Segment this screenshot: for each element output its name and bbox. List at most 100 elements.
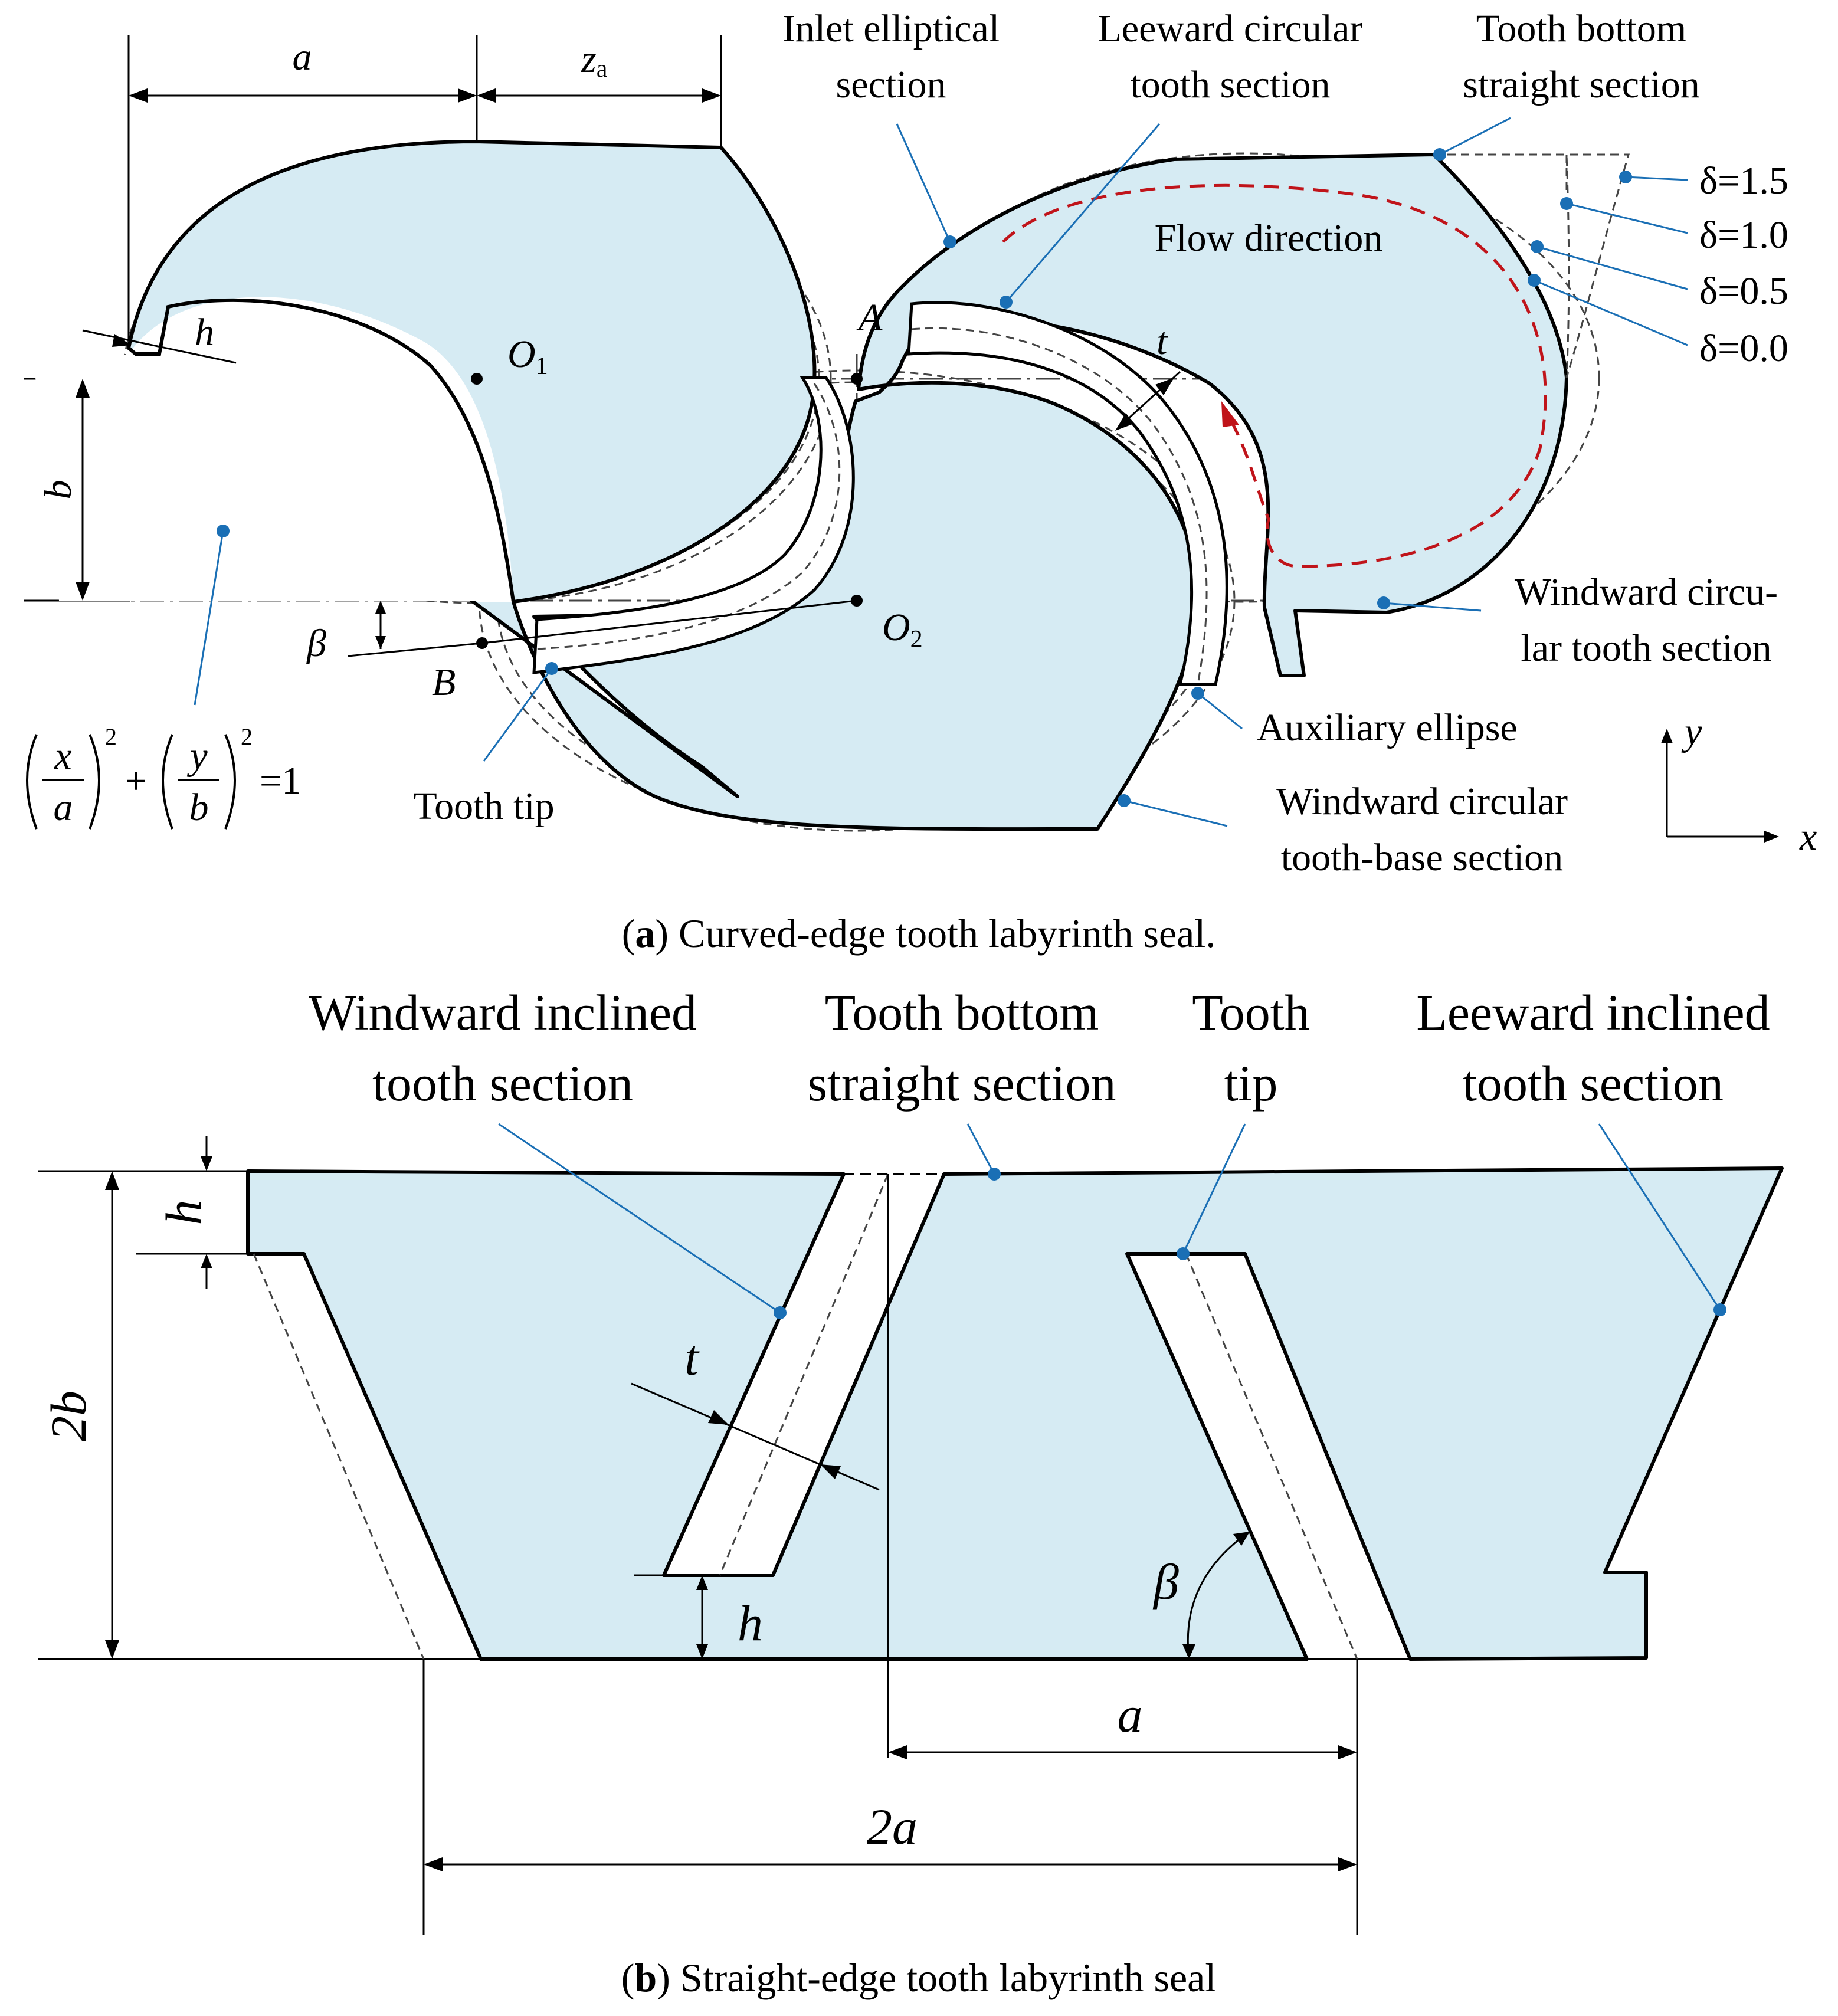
leader-delta-0-0 — [1534, 279, 1688, 346]
beta-a-arrow-1 — [375, 601, 386, 614]
dim-h-bottom-label: h — [738, 1595, 763, 1651]
leader-tooth-tip-a-dot — [545, 662, 558, 675]
label-aux: Auxiliary ellipse — [1257, 706, 1518, 749]
label-o1-sub: 1 — [536, 353, 548, 380]
dim-h-bottom-arrow-2 — [696, 1644, 708, 1659]
leader-tooth-tip-a — [483, 668, 553, 762]
leader-delta-1-5-dot — [1619, 171, 1632, 183]
leader-inlet — [896, 123, 951, 242]
label-flow: Flow direction — [1155, 217, 1383, 260]
axis-y-arrow — [1661, 729, 1673, 743]
leader-windward-base — [1123, 799, 1228, 827]
dim-a-arrow-left — [129, 88, 148, 103]
label-o2: O2 — [882, 606, 923, 653]
dim-2b-arrow-bottom — [105, 1640, 119, 1659]
leader-delta-0-5-dot — [1531, 240, 1544, 253]
label-tooth-bottom-a-1: Tooth bottom — [1476, 7, 1687, 50]
label-windward-base-2: tooth-base section — [1281, 836, 1563, 879]
eq-paren-2l — [162, 734, 173, 830]
caption-b-letter: b — [634, 1955, 657, 2000]
dim-h-a-line — [82, 329, 237, 364]
eq-equals: =1 — [260, 759, 301, 802]
label-tooth-bottom-b-2: straight section — [807, 1055, 1116, 1112]
leader-aux-dot — [1191, 687, 1204, 700]
right-tooth-center — [1185, 1253, 1358, 1660]
label-windward-inclined-2: tooth section — [372, 1055, 633, 1112]
label-windward-tooth-1: Windward circu- — [1515, 571, 1778, 614]
eq-pow-2: 2 — [241, 723, 253, 750]
eq-paren-1r — [89, 734, 100, 830]
beta-b-arrow-2 — [1182, 1644, 1195, 1659]
beta-b-arrow-1 — [1233, 1532, 1250, 1546]
dim-2a-label: 2a — [867, 1798, 918, 1855]
axis-x-arrow — [1764, 831, 1779, 843]
eq-paren-1l — [26, 734, 38, 830]
left-tooth-edge — [127, 298, 515, 602]
middle-tooth-gap — [532, 376, 855, 674]
dim-a-arrow-right — [458, 88, 477, 103]
eq-pow-1: 2 — [105, 723, 117, 750]
leader-equation — [194, 530, 224, 706]
dim-b-arrow-top — [76, 379, 90, 398]
leader-tooth-bottom-b — [966, 1123, 995, 1175]
beta-ref-line — [348, 642, 483, 657]
label-o1-main: O — [507, 333, 536, 376]
label-a: A — [856, 296, 883, 339]
flow-direction-path — [1002, 183, 1547, 568]
panel-b: 2b h h t β a 2a Wind — [38, 984, 1784, 2000]
leader-windward-inclined — [498, 1123, 781, 1314]
leader-leeward-inclined — [1598, 1123, 1721, 1310]
caption-b-text: Straight-edge tooth labyrinth seal — [680, 1955, 1216, 2000]
dim-za-sub: a — [597, 55, 608, 83]
dim-t-a-arrow-1 — [1115, 413, 1134, 431]
dim-za-arrow-left — [477, 88, 496, 103]
leader-tooth-tip-b — [1182, 1123, 1246, 1254]
dim-t-a-arrow-2 — [1155, 378, 1174, 395]
label-leeward-inclined-2: tooth section — [1463, 1055, 1724, 1112]
dim-t-a-label: t — [1156, 320, 1168, 363]
mid-tooth-center — [719, 1173, 889, 1576]
eq-x: x — [54, 735, 71, 778]
leader-tooth-bottom-b-dot — [988, 1168, 1001, 1181]
caption-b: (b) Straight-edge tooth labyrinth seal — [621, 1955, 1216, 2000]
leader-windward-inclined-dot — [774, 1306, 787, 1319]
dim-2a-arrow-2 — [1338, 1857, 1357, 1871]
leader-delta-0-5 — [1536, 245, 1688, 290]
label-o2-main: O — [882, 606, 910, 649]
dim-b-label: b — [37, 480, 80, 500]
dim-a-b-arrow-1 — [888, 1745, 907, 1759]
right-tooth-centerline — [911, 327, 1208, 685]
label-o2-sub: 2 — [910, 626, 923, 653]
line-b-o2 — [481, 599, 857, 644]
leader-delta-1-5 — [1625, 176, 1688, 181]
ellipse-equation: x a 2 + y b 2 =1 — [26, 723, 301, 830]
right-tooth-gap — [907, 301, 1228, 686]
dim-za-label: za — [581, 38, 608, 83]
label-windward-inclined-1: Windward inclined — [309, 984, 697, 1041]
eq-paren-2r — [224, 734, 236, 830]
dim-t-b-arrow-2 — [820, 1464, 841, 1479]
leader-windward-tooth — [1383, 602, 1482, 612]
caption-a-text: Curved-edge tooth labyrinth seal. — [679, 911, 1215, 956]
label-windward-base-1: Windward circular — [1276, 780, 1568, 823]
left-cavity — [35, 297, 513, 602]
dim-h-top-label: h — [155, 1200, 212, 1225]
leader-tooth-bottom-a — [1439, 117, 1511, 156]
dim-h-a-label: h — [195, 311, 214, 354]
label-inlet-1: Inlet elliptical — [782, 7, 1000, 50]
label-b: B — [432, 661, 456, 704]
caption-a: (a) Curved-edge tooth labyrinth seal. — [622, 911, 1216, 956]
leader-tooth-tip-b-dot — [1177, 1247, 1190, 1260]
leader-tooth-bottom-a-dot — [1433, 148, 1446, 161]
label-leeward-1: Leeward circular — [1098, 7, 1363, 50]
dim-2b-label: 2b — [40, 1391, 97, 1441]
leader-leeward-inclined-dot — [1713, 1303, 1726, 1316]
delta-curve-1-0 — [1434, 153, 1570, 378]
beta-b-label: β — [1152, 1553, 1179, 1610]
label-windward-tooth-2: lar tooth section — [1521, 627, 1771, 670]
dim-h-top-arrow-2 — [201, 1254, 212, 1268]
eq-b: b — [189, 786, 209, 829]
leader-inlet-dot — [943, 235, 956, 248]
dim-2b-arrow-top — [105, 1171, 119, 1190]
label-o1: O1 — [507, 333, 548, 380]
